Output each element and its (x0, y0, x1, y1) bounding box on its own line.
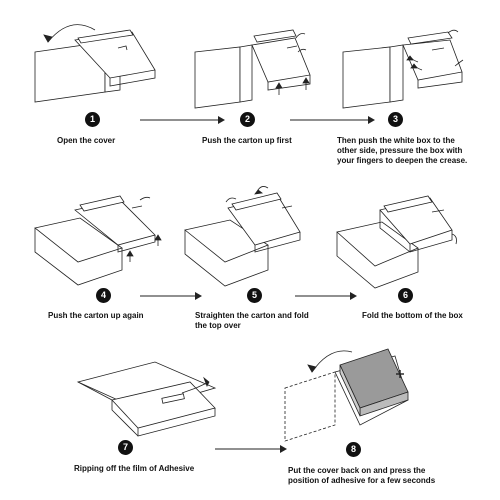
step-4-badge: 4 (96, 288, 111, 303)
step-1-caption: Open the cover (57, 136, 116, 145)
step-8-caption-line-2: position of adhesive for a few seconds (288, 476, 436, 485)
arrow-right-icon (290, 116, 375, 124)
step-7-illustration (76, 361, 217, 437)
step-2-badge: 2 (240, 112, 255, 127)
step-8-badge: 8 (346, 442, 361, 457)
step-8-caption-line-1: Put the cover back on and press the (288, 466, 426, 475)
step-2-illustration (194, 29, 311, 109)
step-8-illustration (284, 348, 409, 442)
step-4-illustration (34, 195, 162, 286)
step-5-badge: 5 (247, 288, 262, 303)
step-5-illustration (184, 186, 301, 287)
step-3-illustration (342, 29, 464, 109)
step-3-badge: 3 (388, 112, 403, 127)
step-3-caption-line-1: Then push the white box to the (337, 136, 455, 145)
step-4-caption: Push the carton up again (48, 311, 144, 320)
step-5-caption-line-1: Straighten the carton and fold (195, 311, 309, 320)
step-1-badge: 1 (85, 112, 100, 127)
step-5-caption-line-2: the top over (195, 321, 241, 330)
step-3-caption-line-3: your fingers to deepen the crease. (337, 156, 468, 165)
step-2-caption: Push the carton up first (202, 136, 292, 145)
step-3-caption-line-2: other side, pressure the box with (337, 146, 463, 155)
step-6-badge: 6 (398, 288, 413, 303)
step-1-illustration (34, 24, 156, 103)
step-7-badge: 7 (118, 440, 133, 455)
arrow-right-icon (140, 116, 225, 124)
arrow-right-icon (295, 292, 357, 300)
arrow-right-icon (140, 292, 202, 300)
step-6-caption: Fold the bottom of the box (362, 311, 463, 320)
step-6-illustration (336, 195, 457, 289)
arrow-right-icon (215, 445, 287, 453)
step-7-caption: Ripping off the film of Adhesive (74, 464, 195, 473)
